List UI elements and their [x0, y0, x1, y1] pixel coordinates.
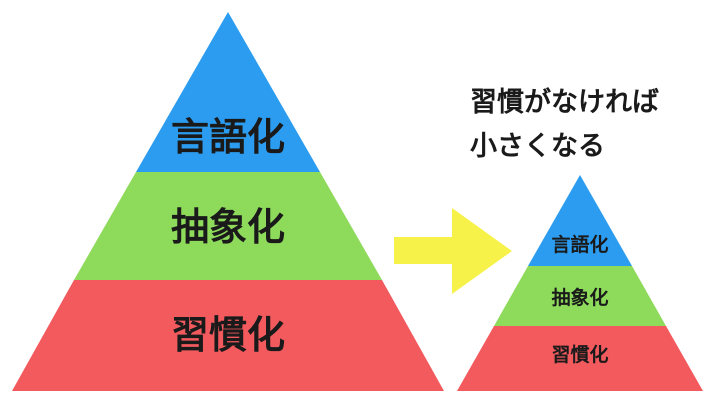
caption-line-2: 小さくなる: [470, 131, 605, 162]
small-pyramid-top-label: 言語化: [551, 233, 608, 256]
small-pyramid-bottom-label: 習慣化: [551, 343, 608, 366]
large-pyramid-middle-label: 抽象化: [171, 205, 285, 249]
large-pyramid: 言語化 抽象化 習慣化: [12, 12, 444, 391]
large-pyramid-bottom-tier: [12, 280, 444, 391]
small-pyramid: 言語化 抽象化 習慣化: [457, 175, 703, 391]
small-pyramid-middle-label: 抽象化: [551, 286, 608, 309]
large-pyramid-top-tier: [136, 12, 320, 172]
large-pyramid-middle-tier: [74, 172, 382, 280]
large-pyramid-top-label: 言語化: [171, 115, 285, 159]
small-pyramid-top-tier: [528, 175, 632, 266]
caption-line-1: 習慣がなければ: [470, 86, 659, 118]
large-pyramid-bottom-label: 習慣化: [171, 313, 285, 357]
right-arrow: [394, 208, 512, 294]
small-pyramid-bottom-tier: [457, 326, 703, 391]
small-pyramid-middle-tier: [494, 266, 666, 326]
